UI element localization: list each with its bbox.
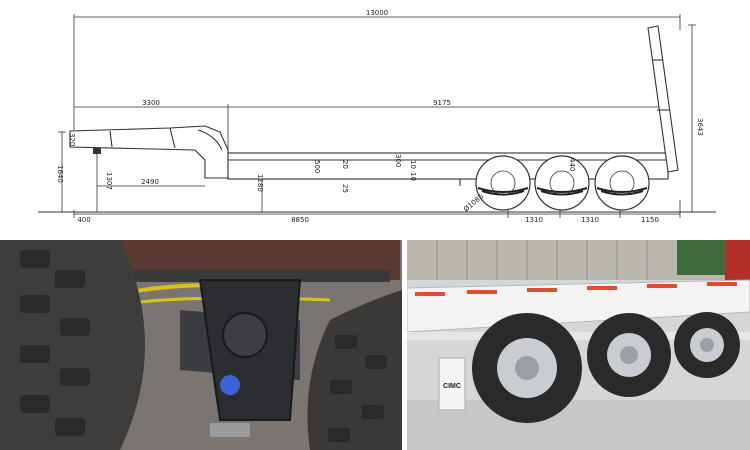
dim-axle-spacing-1: 1310 — [525, 216, 543, 224]
trailer-frame — [407, 279, 750, 340]
cimc-logo: CIMC — [443, 383, 461, 390]
dim-total-height: 3643 — [696, 118, 704, 136]
blue-cap — [220, 375, 240, 395]
mudflap — [438, 357, 466, 411]
dim-neck-front: 320 — [68, 133, 76, 146]
trailer-wheels-photo: CIMC — [407, 240, 750, 450]
dim-beam-10: 10 — [409, 160, 417, 169]
leaf-springs — [477, 187, 648, 196]
wheel-3 — [594, 155, 650, 211]
dim-front-overhang: 400 — [77, 216, 90, 224]
suspension-illustration — [0, 240, 402, 450]
dim-beam-500: 500 — [313, 160, 321, 173]
dim-deck-length: 9175 — [433, 99, 451, 107]
dim-king-pin-height: 1307 — [105, 172, 113, 190]
dim-axle-440: 440 — [568, 158, 576, 171]
dim-rear-overhang: 1150 — [641, 216, 659, 224]
dim-tyre-size: Ø1085 — [462, 192, 485, 213]
wheel-3 — [674, 312, 740, 378]
suspension-photo — [0, 240, 402, 450]
dim-wheelbase: 8850 — [291, 216, 309, 224]
technical-drawing: 13000 3300 9175 3643 320 1640 1307 2490 … — [38, 9, 716, 224]
dim-beam-300: 300 — [394, 154, 402, 167]
wheel-1 — [475, 155, 531, 211]
wheel-2 — [534, 155, 590, 211]
dim-overall-length: 13000 — [366, 9, 388, 17]
tyre-right — [307, 290, 402, 450]
tyre-left — [0, 240, 145, 450]
wheel-1 — [472, 313, 582, 423]
dim-beam-25: 25 — [341, 184, 349, 193]
king-pin — [93, 148, 101, 154]
dim-neck-height: 1640 — [56, 165, 64, 183]
dim-beam-20: 20 — [341, 160, 349, 169]
dim-axle-spacing-2: 1310 — [581, 216, 599, 224]
dim-deck-height: 1180 — [256, 174, 264, 192]
dim-beam-10b: 10 — [409, 172, 417, 181]
dim-king-pin-offset: 2490 — [141, 178, 159, 186]
wheel-group — [475, 155, 650, 211]
trailer-illustration: CIMC — [407, 240, 750, 450]
rear-ramp — [647, 25, 679, 173]
dim-gooseneck-length: 3300 — [142, 99, 160, 107]
side-view-diagram: 13000 3300 9175 3643 320 1640 1307 2490 … — [38, 9, 716, 224]
wheel-2 — [587, 313, 671, 397]
